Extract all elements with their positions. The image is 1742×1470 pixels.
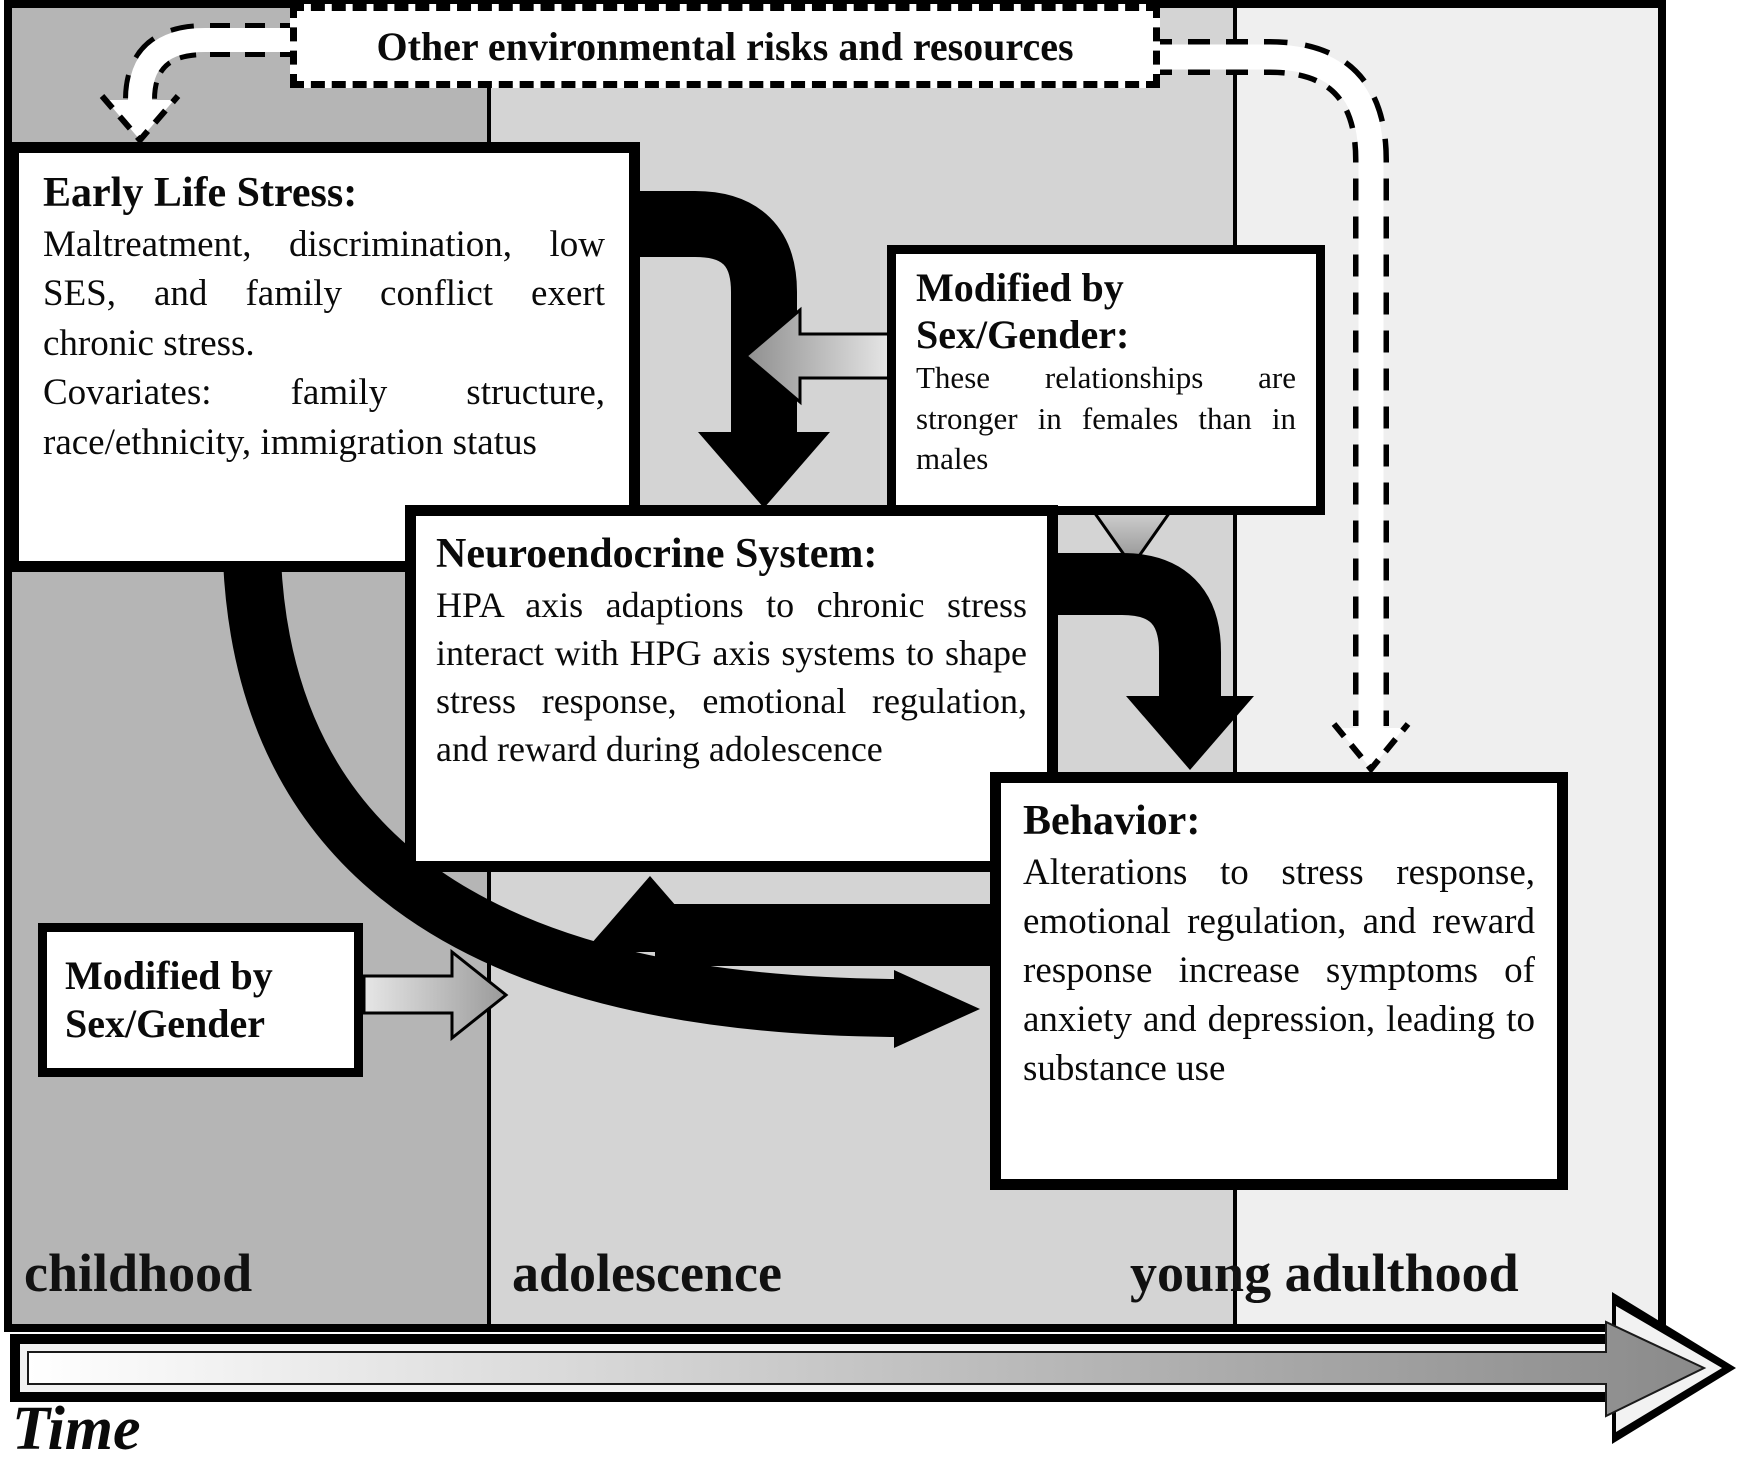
early-life-stress-body-1: Maltreatment, discrimination, low SES, a… [43, 223, 605, 364]
arrow-els-to-neuroendocrine-icon [630, 191, 830, 508]
stage-label-adolescence: adolescence [512, 1243, 782, 1303]
behavior-body: Alterations to stress response, emotiona… [1023, 851, 1535, 1090]
environmental-risks-box: Other environmental risks and resources [290, 4, 1160, 88]
arrow-behavior-to-neuroendocrine-icon [584, 876, 995, 966]
stage-label-young-adulthood: young adulthood [1130, 1243, 1519, 1303]
early-life-stress-body-2: Covariates: family structure, race/ethni… [43, 372, 605, 463]
modified-top-title: Modified by Sex/Gender: [916, 265, 1130, 358]
arrow-els-to-behavior-curved-icon [223, 558, 980, 1048]
dashed-arrow-environment-to-els-icon [99, 23, 300, 145]
dashed-arrow-environment-to-behavior-icon [1150, 39, 1411, 774]
modified-small-title: Modified by Sex/Gender [65, 953, 273, 1046]
modified-by-sex-gender-top-box: Modified by Sex/Gender: These relationsh… [887, 245, 1325, 515]
behavior-box: Behavior: Alterations to stress response… [990, 772, 1568, 1190]
modified-top-body: These relationships are stronger in fema… [916, 360, 1296, 476]
gray-arrow-modifier-right-icon [362, 948, 509, 1042]
behavior-title: Behavior: [1023, 798, 1201, 844]
gray-arrow-modifier-left-icon [743, 306, 892, 406]
environmental-risks-label: Other environmental risks and resources [376, 23, 1074, 69]
early-life-stress-title: Early Life Stress: [43, 170, 358, 216]
stage-label-childhood: childhood [24, 1243, 253, 1303]
early-life-stress-box: Early Life Stress: Maltreatment, discrim… [8, 142, 640, 572]
neuroendocrine-title: Neuroendocrine System: [436, 531, 878, 577]
time-axis-label: Time [12, 1395, 141, 1463]
arrow-neuroendocrine-to-behavior-icon [1050, 553, 1254, 770]
modified-by-sex-gender-small-box: Modified by Sex/Gender [38, 923, 363, 1077]
neuroendocrine-body: HPA axis adaptions to chronic stress int… [436, 584, 1027, 770]
time-axis-arrow-icon [10, 1292, 1736, 1444]
neuroendocrine-system-box: Neuroendocrine System: HPA axis adaption… [405, 505, 1058, 872]
